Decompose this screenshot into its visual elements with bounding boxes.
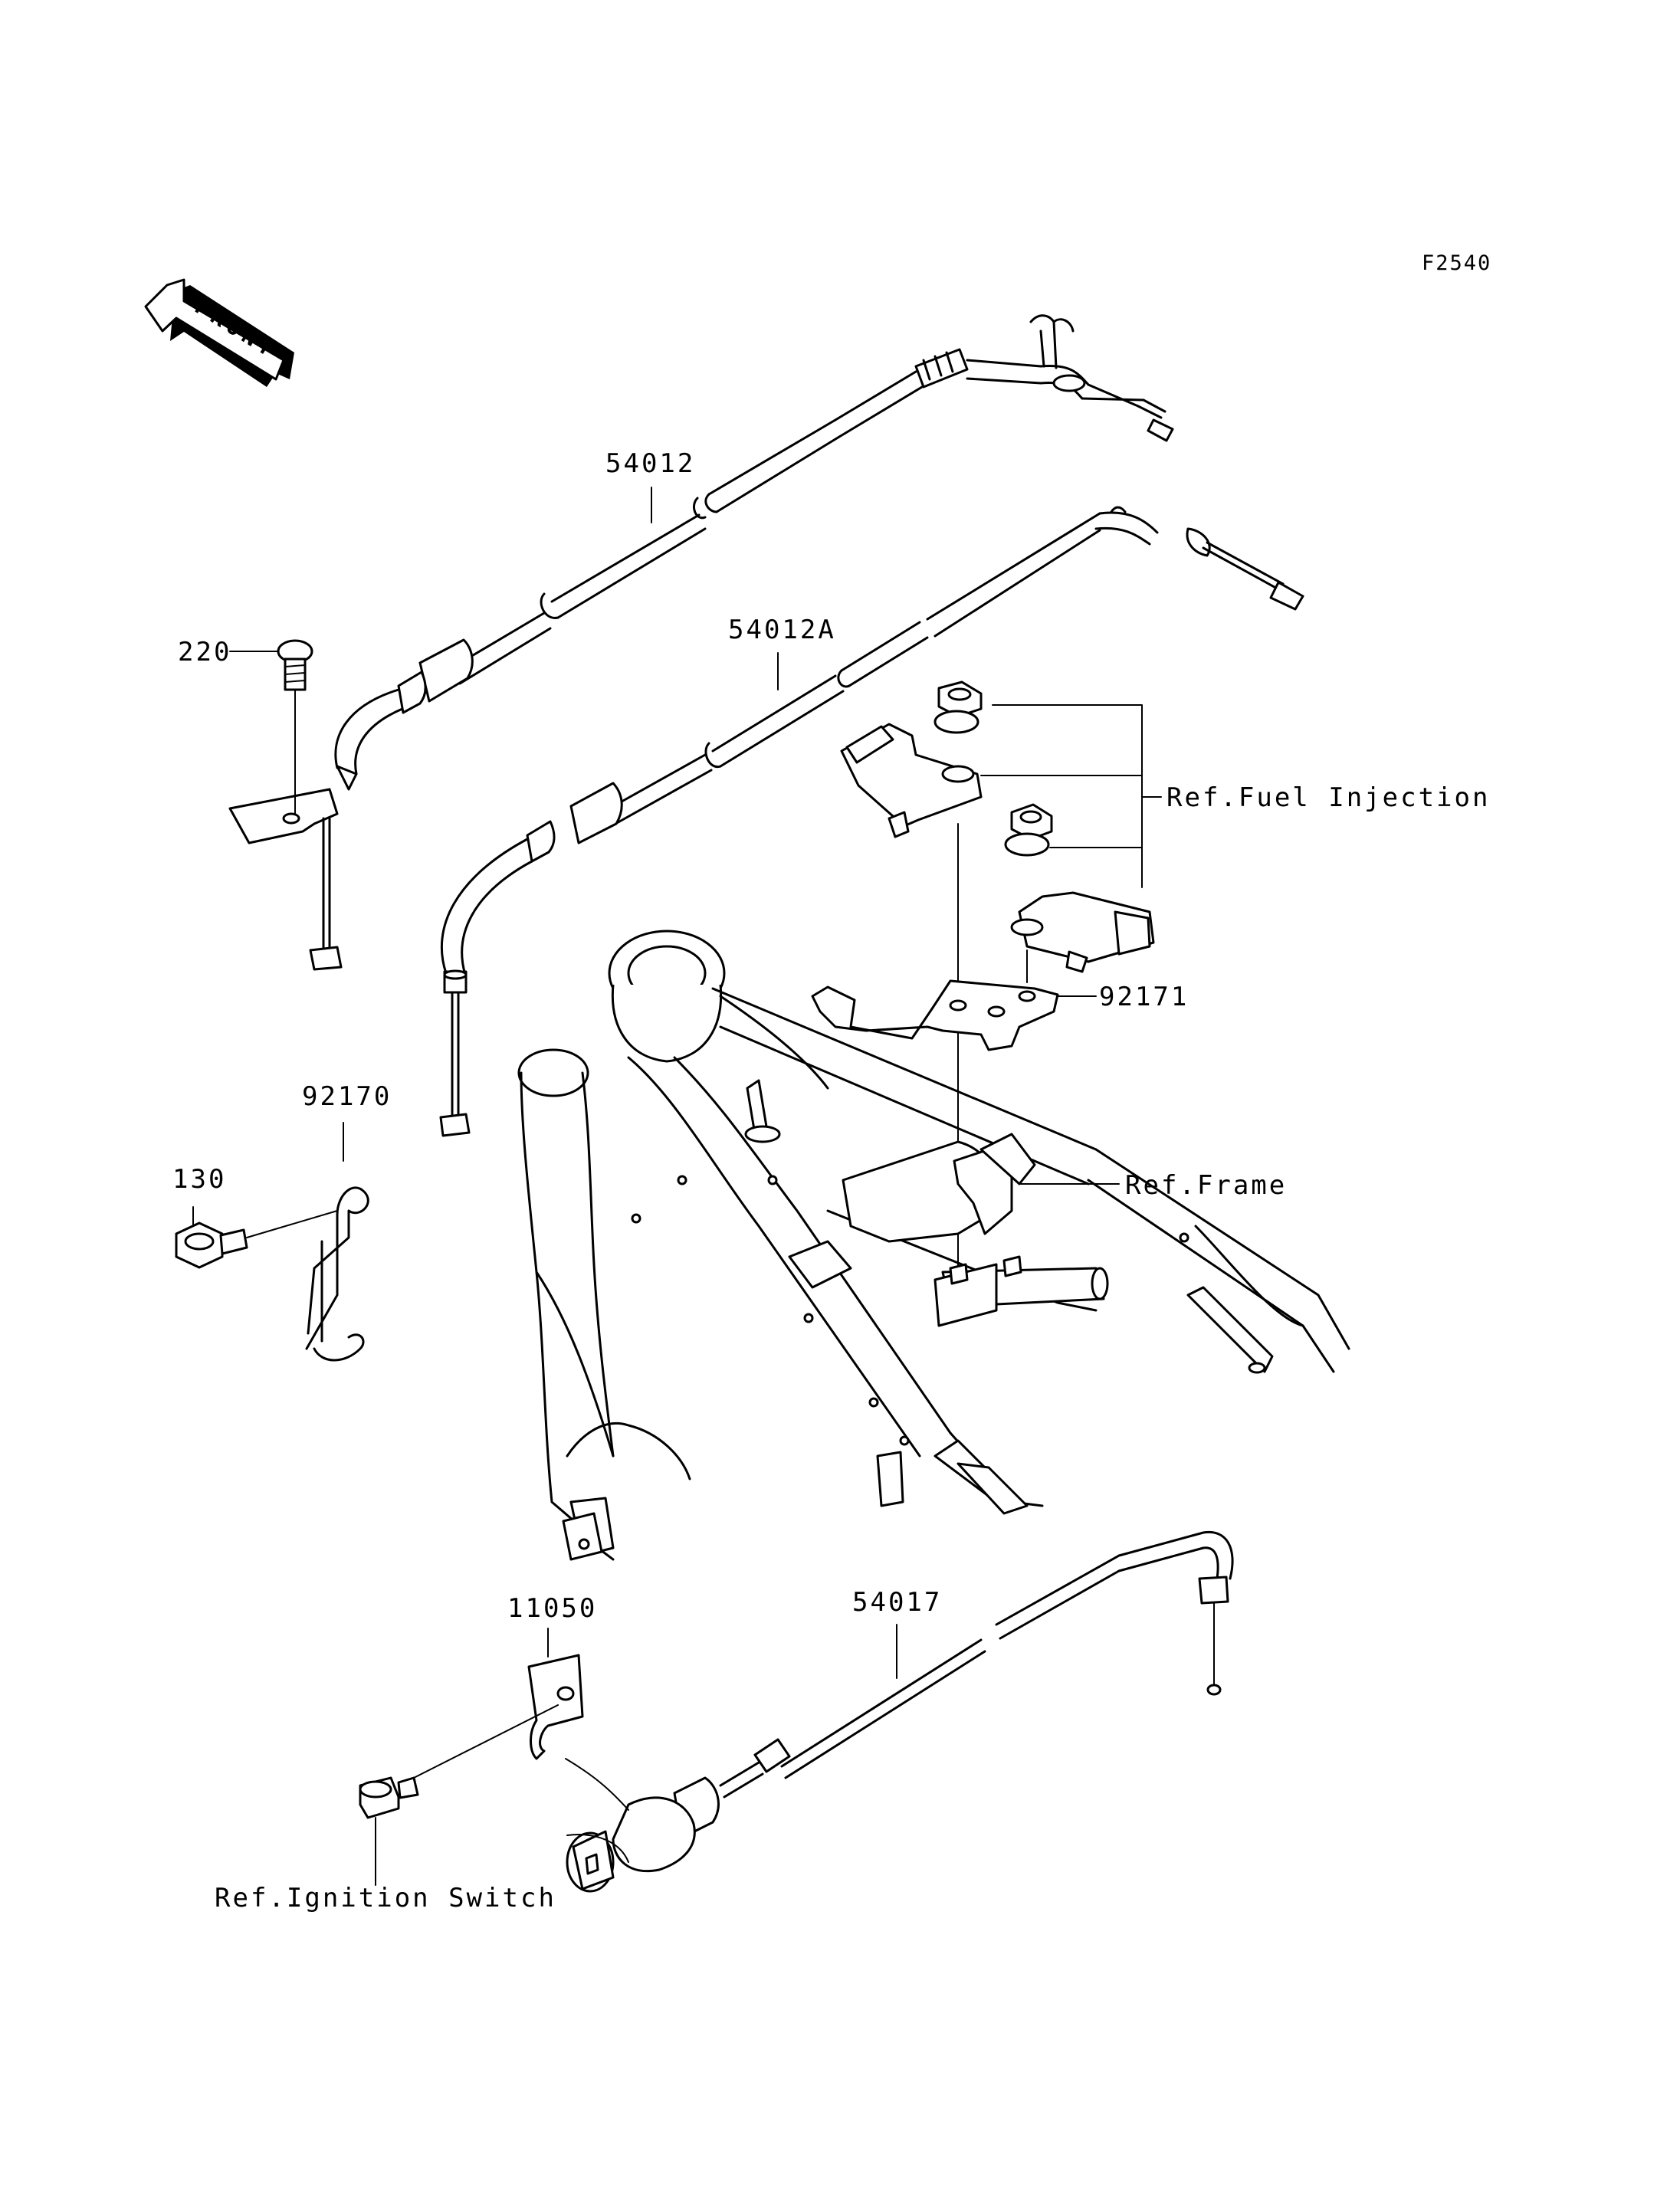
choke-cable-54017 bbox=[566, 1530, 1234, 1893]
label-92171: 92171 bbox=[1099, 982, 1189, 1012]
label-ref-ignition-switch: Ref.Ignition Switch bbox=[215, 1883, 556, 1913]
throttle-cable-54012a bbox=[439, 506, 1304, 1137]
figure-code: F2540 bbox=[1422, 251, 1491, 275]
throttle-cable-54012 bbox=[228, 314, 1174, 971]
label-54012: 54012 bbox=[605, 448, 695, 479]
frame bbox=[517, 930, 1350, 1561]
label-ref-frame: Ref.Frame bbox=[1125, 1170, 1287, 1201]
label-ref-fuel-injection: Ref.Fuel Injection bbox=[1166, 782, 1490, 813]
bracket-92170 bbox=[305, 1186, 369, 1362]
label-130: 130 bbox=[172, 1164, 226, 1195]
choke-bracket-11050 bbox=[359, 1654, 629, 1871]
bolt-130 bbox=[175, 1210, 338, 1269]
label-54017: 54017 bbox=[852, 1587, 942, 1618]
label-11050: 11050 bbox=[507, 1593, 597, 1624]
label-54012a: 54012A bbox=[728, 615, 836, 645]
label-92170: 92170 bbox=[302, 1081, 392, 1112]
leader-lines bbox=[192, 487, 1162, 1886]
screw-220 bbox=[277, 639, 313, 815]
front-arrow-icon: FRONT bbox=[144, 278, 294, 387]
label-220: 220 bbox=[178, 637, 231, 667]
bracket-92171 bbox=[811, 979, 1059, 1051]
fuel-injection-sensors bbox=[840, 680, 1155, 1273]
